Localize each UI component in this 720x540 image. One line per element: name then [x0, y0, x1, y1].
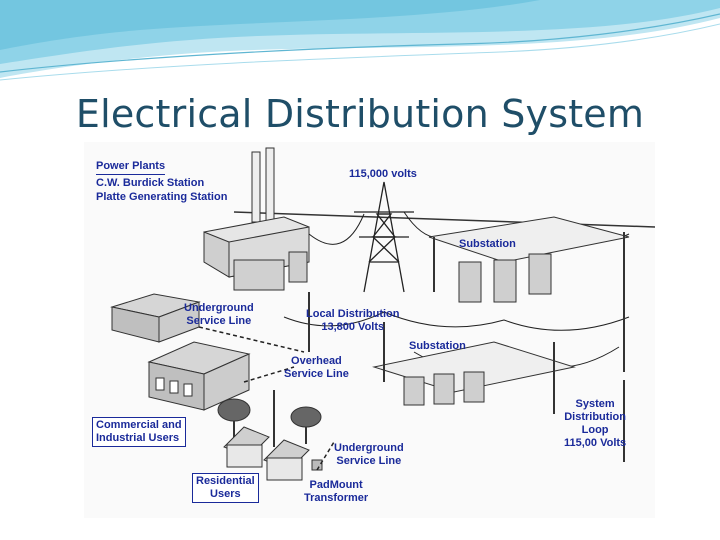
substation-middle-label: Substation	[409, 340, 466, 352]
burdick-station-label: C.W. Burdick Station	[96, 177, 205, 189]
commercial-industrial-users-label: Commercial and Industrial Users	[92, 417, 186, 447]
substation-top-illustration	[428, 216, 630, 303]
distribution-diagram: Power Plants C.W. Burdick Station Platte…	[84, 142, 656, 518]
system-distribution-loop-label: System Distribution Loop 115,00 Volts	[564, 398, 627, 449]
header-swoosh-decoration	[0, 0, 720, 81]
residential-users-label: Residential Users	[192, 473, 259, 503]
local-distribution-label: Local Distribution 13,800 Volts	[306, 308, 400, 333]
power-plants-heading: Power Plants	[96, 160, 166, 172]
utility-poles	[273, 292, 625, 462]
underground-service-lines	[198, 326, 335, 471]
underground-service-line-2-label: Underground Service Line	[334, 442, 404, 467]
overhead-service-line-label: Overhead Service Line	[284, 355, 349, 380]
power-plants-label: Power Plants	[96, 160, 166, 175]
padmount-transformer-label: PadMount Transformer	[304, 479, 369, 504]
slide-title: Electrical Distribution System	[75, 92, 645, 136]
diagram-illustration	[84, 142, 656, 518]
houses-and-trees-illustration	[217, 398, 323, 481]
power-plant-illustration	[203, 147, 310, 291]
substation-top-label: Substation	[459, 238, 516, 250]
warehouse-illustration	[110, 293, 201, 343]
platte-station-label: Platte Generating Station	[96, 191, 228, 203]
underground-service-line-1-label: Underground Service Line	[184, 302, 254, 327]
substation-middle-illustration	[372, 341, 576, 406]
volts-115000-label: 115,000 volts	[349, 168, 417, 180]
commercial-building-illustration	[147, 341, 251, 411]
